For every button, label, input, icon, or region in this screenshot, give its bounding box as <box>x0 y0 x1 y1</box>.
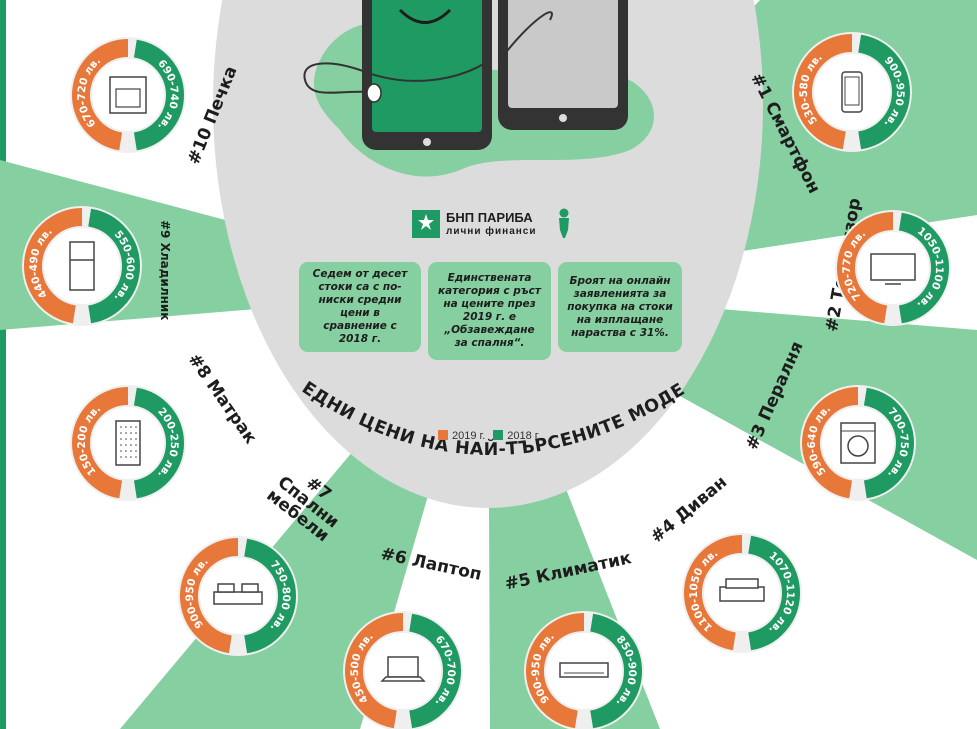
brand-name: БНП ПАРИБА <box>446 210 533 225</box>
legend-swatch-2019 <box>438 430 448 440</box>
price-gauge: 900-950 лв.750-800 лв. <box>178 536 298 656</box>
phones-illustration <box>303 0 654 177</box>
fact-card-3: Броят на онлайн заявленията за покупка н… <box>558 262 682 352</box>
price-gauge: 590-640 лв.700-750 лв. <box>800 385 916 501</box>
price-gauge: 450-500 лв.670-700 лв. <box>343 611 463 729</box>
price-gauge: 440-490 лв.550-600 лв. <box>22 206 142 326</box>
air-conditioner-icon <box>559 662 609 678</box>
bnp-stars-icon <box>412 210 440 238</box>
legend-2019: 2019 г. <box>452 430 486 442</box>
fact-card-2: Единствената категория с ръст на цените … <box>428 262 551 360</box>
gauge-arc-2019 <box>526 613 585 729</box>
gauge-arc-2018 <box>87 208 140 324</box>
gauge-arc-2019 <box>684 535 743 651</box>
brand-subtitle: лични финанси <box>446 226 537 237</box>
gauge-arc-2018 <box>243 538 296 654</box>
mattress-icon <box>115 420 141 466</box>
gauge-arc-2018 <box>857 34 910 150</box>
gauge-arc-2018 <box>133 39 184 151</box>
stove-icon <box>109 76 147 114</box>
price-gauge: 1100-1050 лв.1070-1120 лв. <box>682 533 802 653</box>
legend-2018: 2018 г. <box>507 430 541 442</box>
smartphone-icon <box>841 71 863 113</box>
gauge-arc-2018 <box>408 613 461 729</box>
gauge-arc-2019 <box>794 34 853 150</box>
fridge-icon <box>69 241 95 291</box>
gauge-arc-2019 <box>802 387 859 499</box>
label-rank-9: #9 Хладилник <box>158 220 172 321</box>
gauge-arc-2019 <box>72 387 129 499</box>
washing-machine-icon <box>840 422 876 464</box>
gauge-arc-2018 <box>589 613 642 729</box>
bed-icon <box>213 583 263 605</box>
gauge-arc-2019 <box>24 208 83 324</box>
price-gauge: 670-720 лв.690-740 лв. <box>70 37 186 153</box>
laptop-icon <box>380 656 426 682</box>
legend-swatch-2018 <box>493 430 504 440</box>
gauge-arc-2018 <box>747 535 800 651</box>
gauge-arc-2018 <box>863 387 914 499</box>
sofa-icon <box>719 578 765 602</box>
gauge-arc-2019 <box>837 212 894 324</box>
price-gauge: 530-580 лв.900-950 лв. <box>792 32 912 152</box>
gauge-arc-2018 <box>133 387 184 499</box>
mascot-icon <box>559 208 569 238</box>
gauge-arc-2019 <box>345 613 404 729</box>
left-edge-stripe <box>0 0 6 729</box>
gauge-arc-2018 <box>898 212 949 324</box>
bnp-logo: БНП ПАРИБА лични финанси <box>412 208 582 242</box>
gauge-arc-2019 <box>180 538 239 654</box>
fact-card-1: Седем от десет стоки са с по-ниски средн… <box>299 262 421 352</box>
price-gauge: 900-950 лв.850-900 лв. <box>524 611 644 729</box>
price-gauge: 720-770 лв.1050-1100 лв. <box>835 210 951 326</box>
tv-icon <box>870 253 916 285</box>
legend: 2019 г. 2018 г. <box>438 430 541 442</box>
price-gauge: 150-200 лв.200-250 лв. <box>70 385 186 501</box>
gauge-arc-2019 <box>72 39 129 151</box>
